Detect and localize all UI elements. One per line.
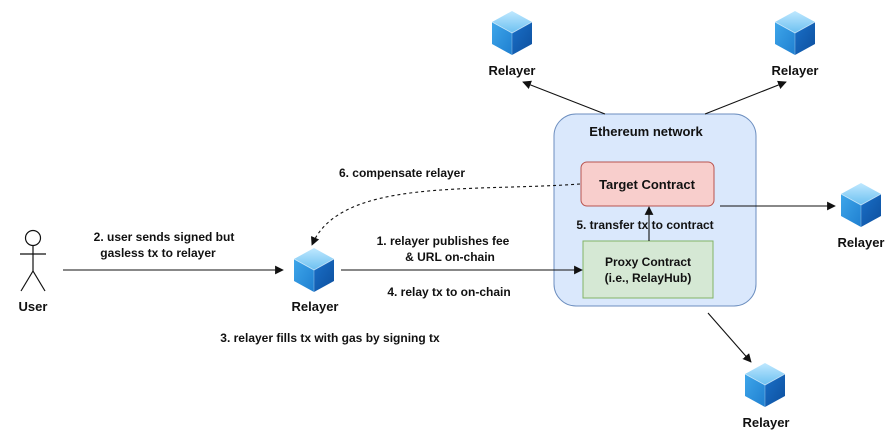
relayer-main-icon <box>293 247 335 293</box>
step-5-label: 5. transfer tx to contract <box>576 218 713 232</box>
target-contract-label: Target Contract <box>599 177 695 192</box>
step-1-label-line1: 1. relayer publishes fee <box>377 234 510 248</box>
relayer-bottom-icon <box>744 362 786 408</box>
arrow-compensate-relayer <box>311 183 581 246</box>
step-2-label-line2: gasless tx to relayer <box>100 246 216 260</box>
proxy-contract-label-line2: (i.e., RelayHub) <box>605 271 692 285</box>
stick-figure-icon <box>20 229 46 292</box>
relayer-top-left-icon <box>491 10 533 56</box>
step-6-label: 6. compensate relayer <box>339 166 465 180</box>
step-1-label-line2: & URL on-chain <box>405 250 495 264</box>
user-label: User <box>19 299 48 314</box>
relayer-bottom-label: Relayer <box>743 415 790 430</box>
arrow-network-to-relayer-top-left <box>522 80 606 115</box>
ethereum-network-title: Ethereum network <box>589 124 703 139</box>
relayer-top-right-icon <box>774 10 816 56</box>
arrow-network-to-relayer-top-right <box>704 80 787 115</box>
arrow-network-to-relayer-bottom <box>707 312 752 363</box>
step-4-label: 4. relay tx to on-chain <box>387 285 510 299</box>
relayer-top-left-label: Relayer <box>489 63 536 78</box>
relayer-right-icon <box>840 182 882 228</box>
proxy-contract-label-line1: Proxy Contract <box>605 255 691 269</box>
step-3-label: 3. relayer fills tx with gas by signing … <box>220 331 440 345</box>
relayer-main-label: Relayer <box>292 299 339 314</box>
step-2-label-line1: 2. user sends signed but <box>94 230 235 244</box>
relayer-right-label: Relayer <box>838 235 885 250</box>
target-contract-box[interactable] <box>580 161 715 207</box>
relayer-top-right-label: Relayer <box>772 63 819 78</box>
proxy-contract-box[interactable] <box>582 240 714 299</box>
